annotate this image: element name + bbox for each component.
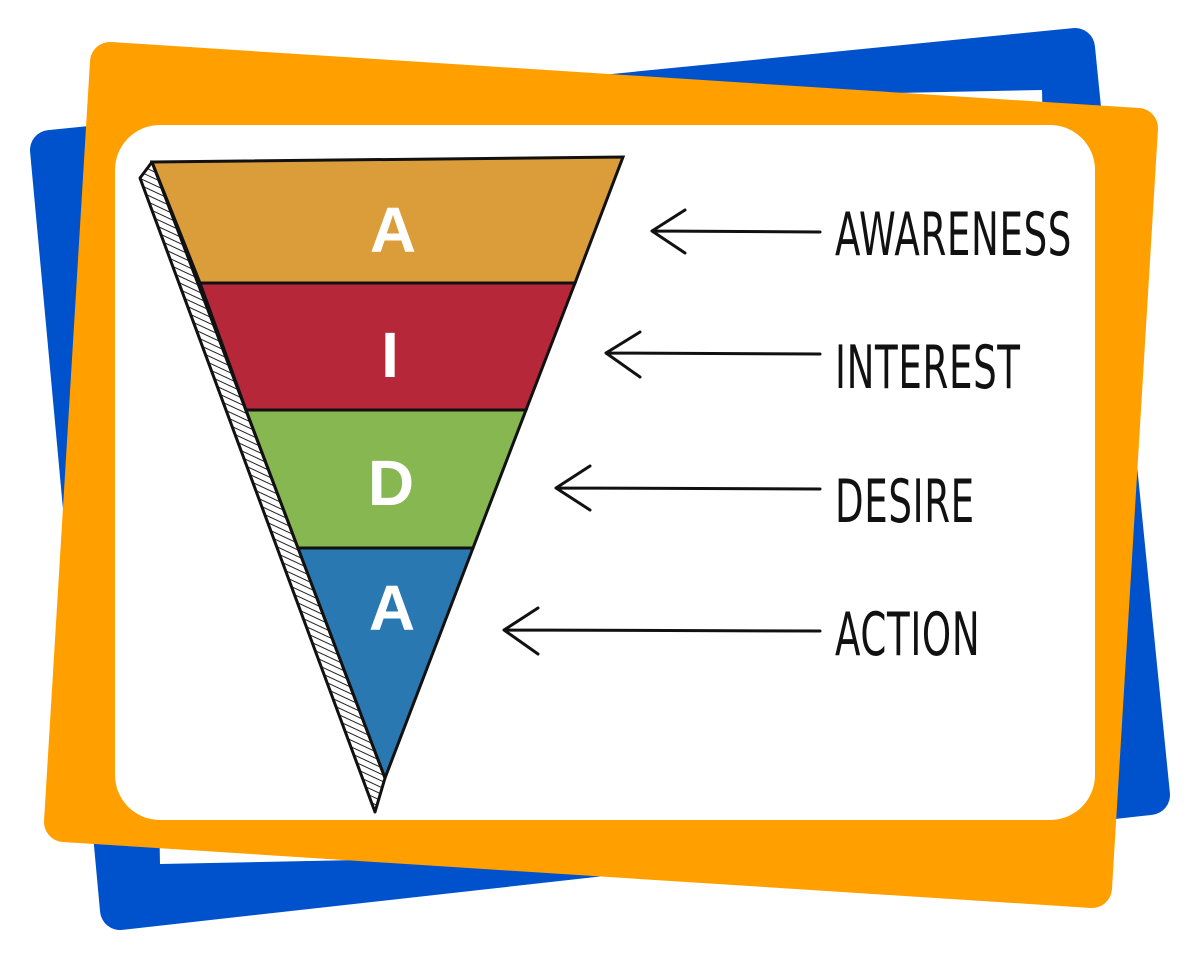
arrow-left-icon (604, 330, 822, 379)
label-action: ACTION (835, 600, 980, 670)
label-desire: DESIRE (835, 467, 975, 537)
arrow-left-icon (650, 208, 822, 255)
letter-i-interest: I (381, 319, 399, 391)
arrow-left-icon (502, 606, 822, 656)
letter-d-desire: D (368, 447, 414, 519)
funnel-band-action (296, 546, 475, 780)
label-interest: INTEREST (835, 333, 1021, 403)
letter-a-action: A (369, 572, 415, 644)
arrow-left-icon (554, 464, 822, 512)
letter-a-awareness: A (370, 194, 416, 266)
label-awareness: AWARENESS (835, 200, 1072, 270)
funnel: A I D A (138, 155, 626, 814)
